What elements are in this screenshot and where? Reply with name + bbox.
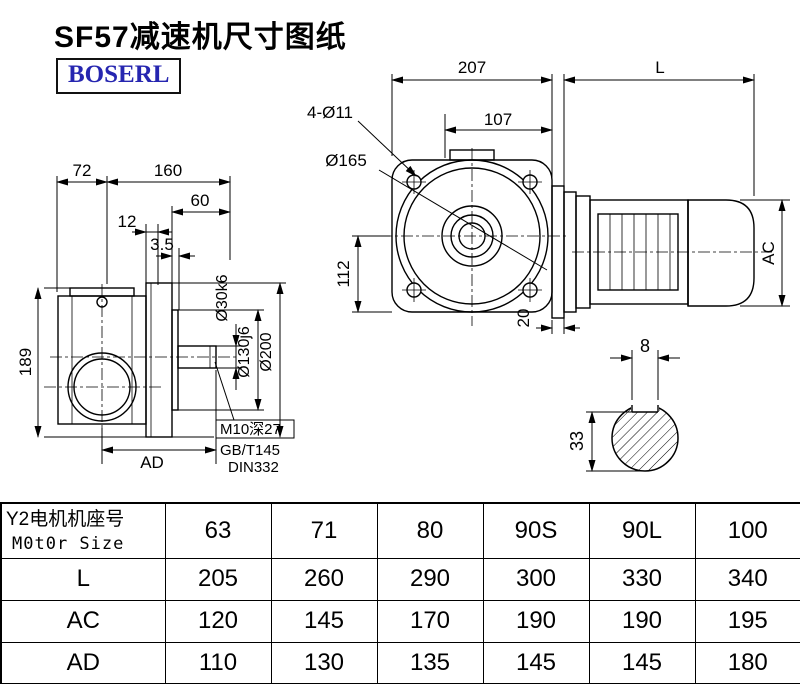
dim-spigot-dia-label: Ø130j6 bbox=[236, 326, 253, 378]
dim-flange-dia-label: Ø200 bbox=[258, 332, 275, 371]
dim-207-label: 207 bbox=[458, 58, 486, 77]
adapter-plate bbox=[551, 185, 565, 319]
standard-note-1: GB/T145 bbox=[220, 442, 280, 459]
dim-shaft-dia-label: Ø30k6 bbox=[214, 274, 231, 321]
row-label-AC: AC bbox=[0, 599, 166, 643]
motor-dimension-table: Y2电机机座号 M0t0r Size 63 71 80 90S 90L 100 … bbox=[0, 502, 800, 684]
dimension-value-cell: 170 bbox=[376, 599, 484, 643]
dimension-value-cell: 330 bbox=[588, 557, 696, 601]
dim-72-label: 72 bbox=[73, 161, 92, 180]
motor-size-header-cell: Y2电机机座号 M0t0r Size bbox=[0, 502, 166, 559]
output-bore-outer bbox=[67, 352, 137, 422]
front-view: 207 L 4-Ø11 107 Ø165 112 AC bbox=[307, 58, 790, 334]
top-plug bbox=[96, 296, 108, 308]
technical-drawing: 207 L 4-Ø11 107 Ø165 112 AC bbox=[16, 58, 790, 476]
dim-189-label: 189 bbox=[16, 348, 35, 376]
motor-size-cell: 71 bbox=[270, 502, 378, 559]
dim-AC-label: AC bbox=[759, 241, 778, 265]
page-title: SF57减速机尺寸图纸 bbox=[54, 21, 347, 54]
shaft-section-circle bbox=[611, 404, 679, 472]
motor-size-cell: 90L bbox=[588, 502, 696, 559]
keyway-cutout bbox=[631, 402, 659, 412]
flange-circle-outer bbox=[395, 159, 549, 313]
motor-fin-block bbox=[597, 213, 679, 291]
dimension-value-cell: 130 bbox=[270, 641, 378, 684]
dim-key-height-label: 33 bbox=[567, 431, 587, 451]
dimension-value-cell: 135 bbox=[376, 641, 484, 684]
dim-3-5-label: 3.5 bbox=[150, 235, 174, 254]
bolt-holes bbox=[402, 170, 542, 302]
brand-logo: BOSERL bbox=[56, 58, 182, 94]
motor bbox=[551, 185, 755, 319]
dim-20-label: 20 bbox=[514, 309, 533, 328]
dimension-value-cell: 120 bbox=[164, 599, 272, 643]
row-label-AD: AD bbox=[0, 641, 166, 684]
dim-107-label: 107 bbox=[484, 110, 512, 129]
bore-circle bbox=[450, 214, 494, 258]
dimension-value-cell: 195 bbox=[694, 599, 800, 643]
tap-note-label: M10深27 bbox=[220, 421, 281, 438]
dim-112-label: 112 bbox=[334, 260, 353, 287]
dim-165-label: Ø165 bbox=[325, 151, 367, 170]
motor-size-cell: 63 bbox=[164, 502, 272, 559]
dimension-value-cell: 110 bbox=[164, 641, 272, 684]
side-view: 72 160 60 12 3.5 189 bbox=[16, 161, 295, 476]
table-row-AC: AC 120 145 170 190 190 195 bbox=[0, 599, 800, 643]
hub-circle bbox=[441, 205, 503, 267]
dimension-value-cell: 260 bbox=[270, 557, 378, 601]
dimension-value-cell: 205 bbox=[164, 557, 272, 601]
shaft-bore bbox=[458, 222, 486, 250]
output-flange bbox=[145, 282, 173, 438]
shaft-section-view: 8 33 bbox=[567, 336, 680, 472]
dimension-value-cell: 340 bbox=[694, 557, 800, 601]
dim-key-width-label: 8 bbox=[640, 336, 650, 356]
dim-12-label: 12 bbox=[118, 212, 137, 231]
dimension-value-cell: 180 bbox=[694, 641, 800, 684]
standard-note-2: DIN332 bbox=[228, 459, 279, 476]
flange-spigot bbox=[171, 309, 179, 411]
motor-size-cell: 80 bbox=[376, 502, 484, 559]
motor-size-cell: 100 bbox=[694, 502, 800, 559]
dim-bolt-holes-label: 4-Ø11 bbox=[307, 103, 353, 122]
dimension-value-cell: 190 bbox=[482, 599, 590, 643]
table-row-AD: AD 110 130 135 145 145 180 bbox=[0, 641, 800, 684]
fan-cover bbox=[687, 199, 755, 307]
dim-L-label: L bbox=[655, 58, 664, 77]
motor-header-line2: M0t0r Size bbox=[12, 533, 125, 554]
motor-size-cell: 90S bbox=[482, 502, 590, 559]
flange-circle-inner bbox=[403, 167, 541, 305]
dimension-value-cell: 145 bbox=[270, 599, 378, 643]
dimension-value-cell: 190 bbox=[588, 599, 696, 643]
dim-60-label: 60 bbox=[191, 191, 210, 210]
dimension-value-cell: 290 bbox=[376, 557, 484, 601]
tap-note-box bbox=[215, 419, 295, 439]
table-row-L: L 205 260 290 300 330 340 bbox=[0, 557, 800, 601]
output-bore-inner bbox=[73, 358, 131, 416]
table-header-row: Y2电机机座号 M0t0r Size 63 71 80 90S 90L 100 bbox=[0, 502, 800, 559]
motor-header-line1: Y2电机机座号 bbox=[6, 508, 125, 530]
output-shaft bbox=[177, 345, 217, 369]
dim-160-label: 160 bbox=[154, 161, 182, 180]
dimension-value-cell: 145 bbox=[482, 641, 590, 684]
row-label-L: L bbox=[0, 557, 166, 601]
dimension-value-cell: 300 bbox=[482, 557, 590, 601]
dimension-value-cell: 145 bbox=[588, 641, 696, 684]
dim-AD-label: AD bbox=[140, 453, 164, 472]
